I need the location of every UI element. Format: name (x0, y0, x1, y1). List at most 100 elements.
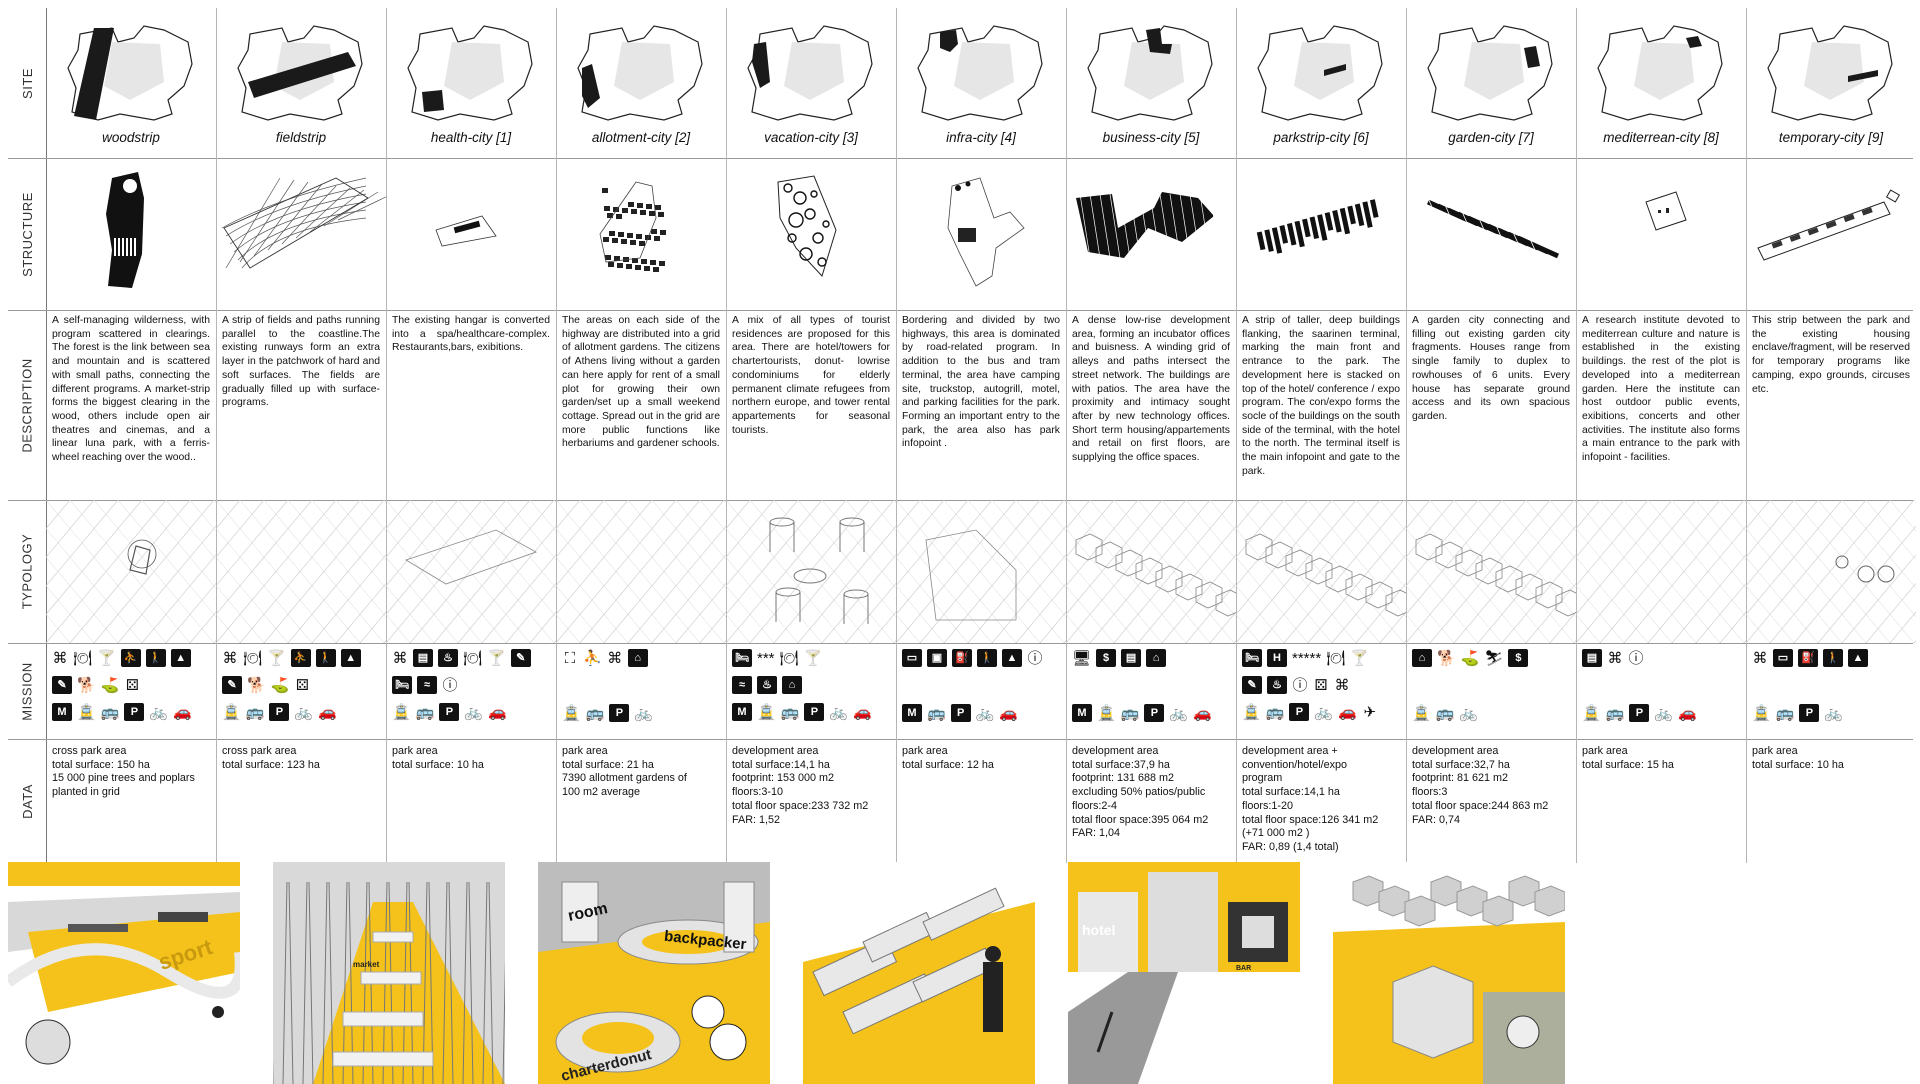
data-line: park area (1752, 745, 1798, 757)
bus-icon: 🚌 (1435, 705, 1455, 722)
dice-icon: ⚄ (1314, 677, 1328, 694)
car-icon: 🚗 (1338, 704, 1357, 721)
column-divider (556, 8, 557, 863)
district-name: temporary-city [9] (1778, 130, 1884, 145)
metro-icon: M (732, 703, 752, 721)
motel-icon: ▣ (927, 649, 947, 667)
district-name: parkstrip-city [6] (1273, 130, 1369, 145)
bus-icon: 🚌 (1775, 705, 1795, 722)
tram-icon: 🚊 (757, 704, 776, 721)
data-line: FAR: 1,04 (1072, 827, 1121, 840)
dining-icon: 🍽 (243, 650, 263, 667)
data-line: park area (392, 745, 438, 757)
site-map-icon (1087, 25, 1213, 121)
mission-cell: ⛶⛹⌘⌂🚊🚌P🚲 (556, 643, 726, 739)
row-divider (8, 158, 1913, 159)
site-cell: garden-city [7] (1406, 8, 1576, 158)
row-label-text: DATA (19, 783, 35, 819)
mission-icon-row: M🚊🚌P🚲🚗 (1066, 704, 1236, 722)
bicycle-icon: 🚲 (1654, 705, 1674, 722)
car-icon: 🚗 (1678, 705, 1697, 722)
mission-icon-row: ▤⌘ⓘ (1576, 649, 1746, 667)
mission-cell: ⌘▭⛽🚶▲🚊🚌P🚲 (1746, 643, 1916, 739)
data-line: (+71 000 m2 ) (1242, 827, 1310, 840)
data-line: total surface: 10 ha (1752, 758, 1844, 771)
car-icon: 🚗 (488, 704, 507, 721)
row-divider (8, 500, 1913, 501)
structure-cell (1576, 158, 1746, 310)
site-map-icon (747, 25, 873, 121)
row-label-text: MISSION (19, 661, 35, 721)
site-cell: health-city [1] (386, 8, 556, 158)
site-cell: mediterrean-city [8] (1576, 8, 1746, 158)
render-image-2: market (273, 862, 505, 1084)
loop-icon: ⌘ (1334, 677, 1350, 694)
site-map-icon (917, 25, 1043, 121)
metro-icon: M (1072, 704, 1092, 722)
data-line: development area (1412, 745, 1499, 757)
mission-cell: ▤⌘ⓘ🚊🚌P🚲🚗 (1576, 643, 1746, 739)
parking-icon: P (1289, 703, 1310, 721)
structure-cell (1746, 158, 1916, 310)
tram-icon: 🚊 (1412, 705, 1431, 722)
mission-icon-row: M🚊🚌P🚲🚗 (726, 703, 896, 721)
typology-axonometric-icon (896, 500, 1066, 643)
district-name: mediterrean-city [8] (1603, 130, 1719, 145)
info-icon: ⓘ (1628, 650, 1644, 667)
tent-icon: ▲ (340, 649, 361, 667)
structure-plan-icon (599, 181, 666, 272)
site-cell: fieldstrip (216, 8, 386, 158)
mission-icon-row: M🚊🚌P🚲🚗 (46, 703, 216, 721)
mission-icon-row: ⌘▤♨🍽🍸✎ (386, 649, 556, 667)
bus-icon: 🚌 (585, 705, 605, 722)
mission-icon-row (1066, 676, 1236, 695)
tram-icon: 🚊 (222, 704, 241, 721)
data-line: floors:2-4 (1072, 799, 1118, 812)
typology-axonometric-icon (1406, 500, 1576, 643)
mission-icon-row (896, 676, 1066, 695)
typology-cell (1066, 500, 1236, 643)
bus-icon: 🚌 (780, 704, 800, 721)
site-map-icon (1257, 25, 1383, 121)
bus-icon: 🚌 (1605, 705, 1625, 722)
frame-icon: ⛶ (564, 650, 576, 667)
kids-play-icon: ⛹ (583, 650, 602, 667)
site-map-icon (577, 25, 703, 121)
mission-icon-row: ≈♨⌂ (726, 676, 896, 694)
car-icon: 🚗 (853, 704, 872, 721)
data-line: total surface:37,9 ha (1072, 758, 1170, 771)
district-name: infra-city [4] (946, 130, 1016, 145)
typology-axonometric-icon (1066, 500, 1236, 643)
data-line: total floor space:126 341 m2 (1242, 813, 1379, 826)
houses-icon: ⌂ (782, 676, 802, 694)
fuel-icon: ⛽ (952, 649, 972, 667)
data-line: floors:3-10 (732, 786, 784, 799)
structure-plan-icon (947, 177, 1025, 287)
houses-icon: ⌂ (1412, 649, 1432, 667)
swim-icon: ≈ (417, 676, 437, 694)
dining-icon: 🍽 (1326, 650, 1346, 667)
bicycle-icon: 🚲 (1824, 705, 1844, 722)
data-line: total surface:32,7 ha (1412, 758, 1510, 771)
tram-icon: 🚊 (1097, 705, 1116, 722)
kids-play-icon: ⛹ (120, 649, 141, 667)
data-line: excluding 50% patios/public (1072, 786, 1206, 799)
tram-icon: 🚊 (1752, 705, 1771, 722)
row-label-site: SITE (8, 8, 47, 158)
car-icon: 🚗 (173, 704, 192, 721)
site-cell: infra-city [4] (896, 8, 1066, 158)
typology-cell (1236, 500, 1406, 643)
data-line: total floor space:395 064 m2 (1072, 813, 1209, 826)
hotel-bed-icon: 🛏 (1242, 649, 1262, 667)
site-map-icon (237, 25, 363, 121)
slide-icon: ⛷ (1484, 650, 1504, 667)
render-image-6 (1333, 862, 1565, 1084)
bicycle-icon: 🚲 (1314, 704, 1334, 721)
hiking-icon: 🚶 (977, 649, 997, 667)
typology-axonometric-icon (216, 500, 386, 643)
